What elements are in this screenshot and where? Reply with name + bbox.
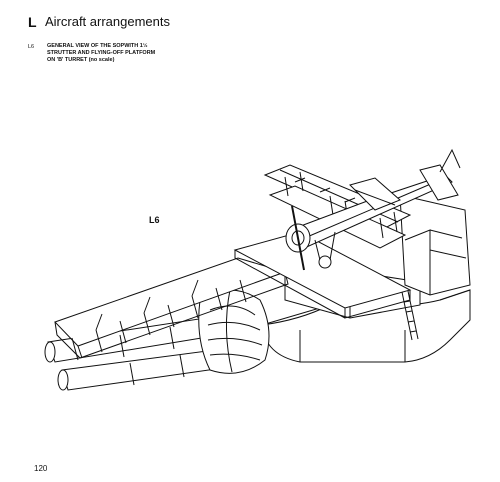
section-title: Aircraft arrangements [45,14,170,29]
section-letter: L [28,14,37,30]
canvas-blast-bags [199,290,269,373]
gun-barrels [45,315,237,390]
sopwith-strutter-aircraft [265,150,460,270]
figure-callout: L6 [149,215,160,225]
figure-number: L6 [28,44,35,50]
rear-superstructure [350,178,400,210]
upper-platform-deck [235,232,418,340]
figure-caption: GENERAL VIEW OF THE SOPWITH 1½ STRUTTER … [47,43,156,63]
page-number: 120 [34,464,48,473]
